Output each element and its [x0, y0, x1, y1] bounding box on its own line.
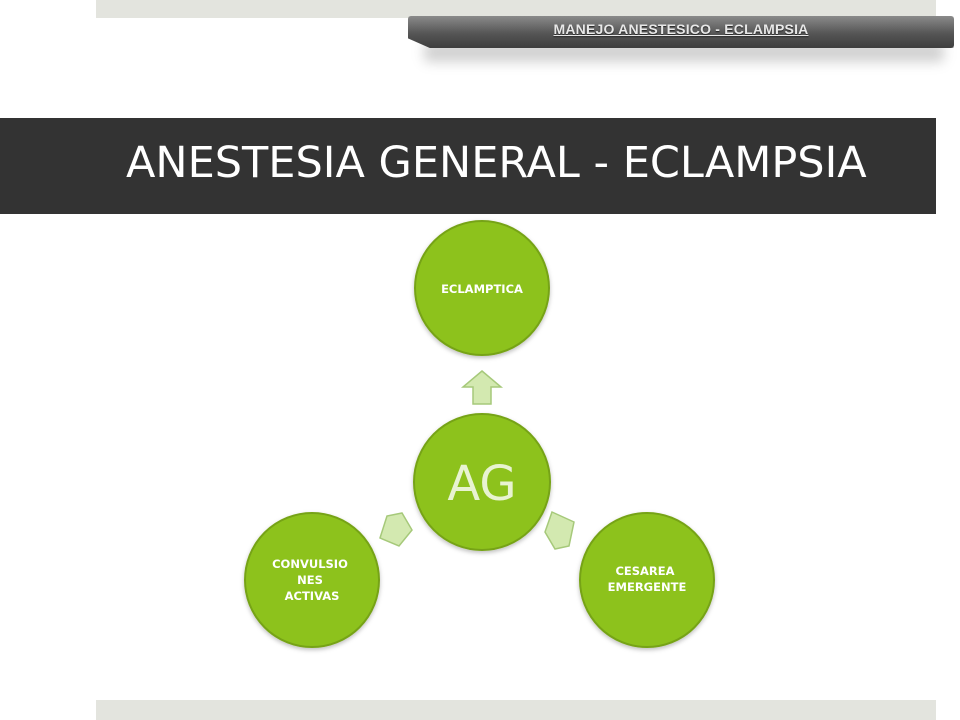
bottom-decor-band — [96, 700, 936, 720]
node-convulsiones-label: CONVULSIO NES ACTIVAS — [272, 557, 352, 603]
header-tab-label: MANEJO ANESTESICO - ECLAMPSIA — [553, 21, 809, 37]
arrow-to-top-node — [460, 370, 504, 405]
center-node-label: AG — [447, 456, 516, 512]
node-eclamptica-label: ECLAMPTICA — [441, 282, 523, 296]
node-cesarea-label: CESAREA EMERGENTE — [608, 564, 687, 594]
node-cesarea-line-1: CESAREA — [615, 564, 674, 578]
node-convulsiones-activas: CONVULSIO NES ACTIVAS — [244, 512, 380, 648]
center-node: AG — [413, 413, 551, 551]
title-band — [0, 118, 936, 214]
node-eclamptica-line-1: ECLAMPTICA — [441, 282, 523, 296]
header-tab: MANEJO ANESTESICO - ECLAMPSIA — [408, 16, 954, 48]
node-convulsiones-line-3: ACTIVAS — [285, 589, 340, 603]
arrow-to-left-node — [379, 512, 413, 547]
node-cesarea-line-2: EMERGENTE — [608, 580, 687, 594]
arrow-to-right-node — [544, 510, 575, 550]
node-convulsiones-line-2: NES — [297, 573, 323, 587]
node-convulsiones-line-1: CONVULSIO — [272, 557, 348, 571]
node-cesarea-emergente: CESAREA EMERGENTE — [579, 512, 715, 648]
slide-title: ANESTESIA GENERAL - ECLAMPSIA — [126, 138, 867, 188]
node-eclamptica: ECLAMPTICA — [414, 220, 550, 356]
top-decor-band — [96, 0, 936, 18]
